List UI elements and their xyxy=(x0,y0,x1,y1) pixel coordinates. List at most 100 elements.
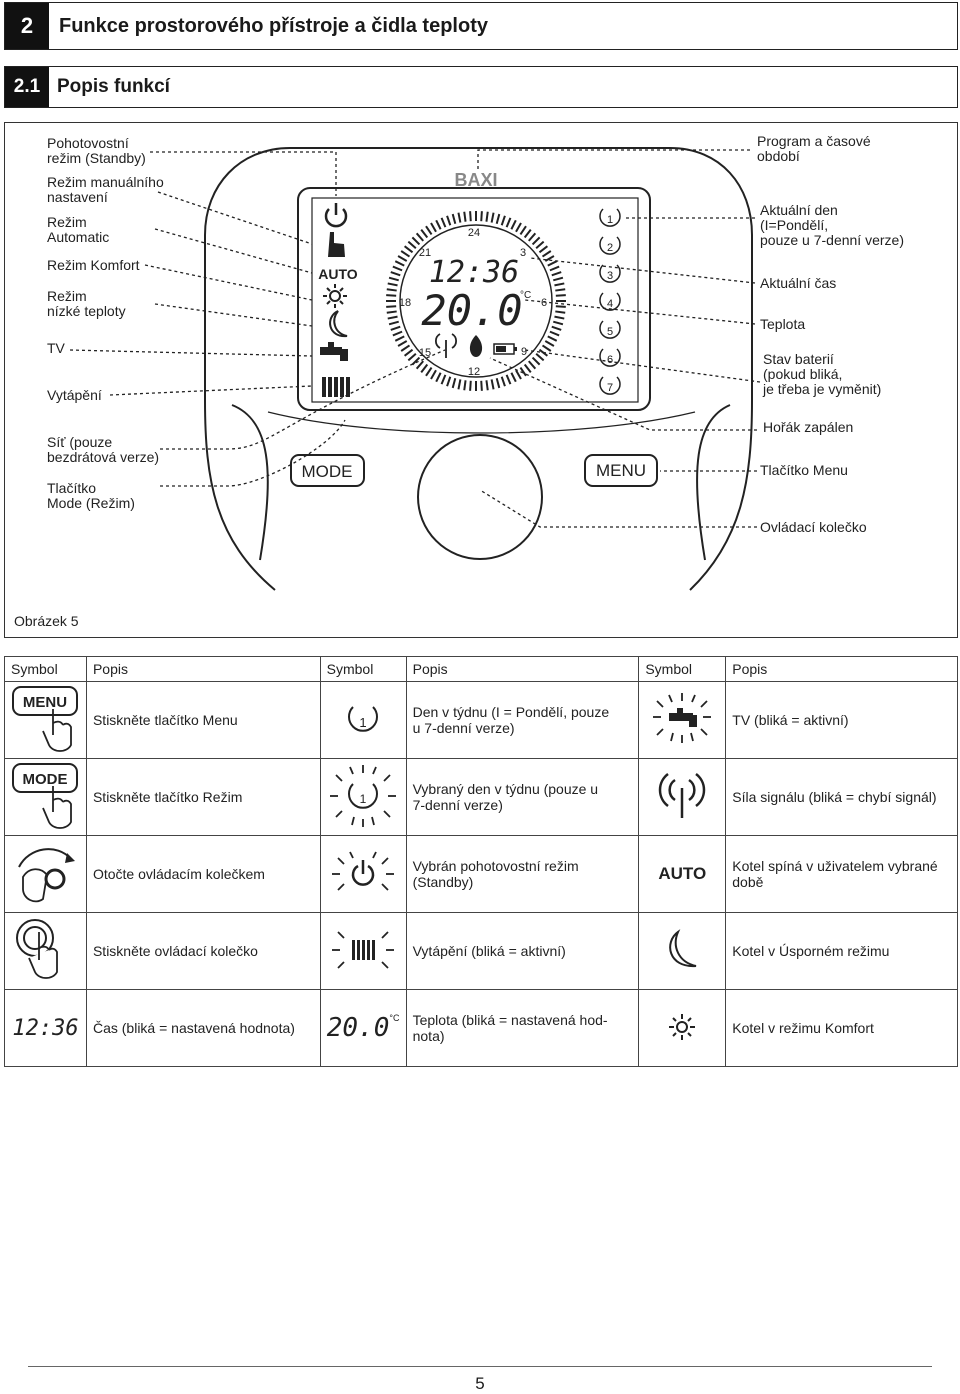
footer-rule xyxy=(28,1366,932,1367)
label-program: Program a časové období xyxy=(757,133,871,164)
day-circle xyxy=(599,292,621,311)
label-standby: Pohotovostní režim (Standby) xyxy=(47,135,146,166)
day-1-blinking-icon: 1 xyxy=(319,758,407,836)
day-circle xyxy=(599,348,621,367)
temperature-display: 20.0 xyxy=(421,286,522,335)
sun-icon xyxy=(323,284,347,308)
time-display: 12:36 xyxy=(429,255,519,290)
description-comfort: Kotel v režimu Komfort xyxy=(725,989,958,1067)
day-circle xyxy=(599,236,621,255)
table-row: Stiskněte ovládací kolečko Vytápění (bli… xyxy=(4,912,958,990)
label-mode-button: Tlačítko Mode (Režim) xyxy=(47,480,135,511)
tap-icon xyxy=(320,342,348,361)
label-manual-mode: Režim manuálního nastavení xyxy=(47,174,164,205)
description-signal: Síla signálu (bliká = chybí signál) xyxy=(725,758,958,836)
section-header: 2 Funkce prostorového přístroje a čidla … xyxy=(4,2,958,50)
signal-icon xyxy=(638,758,727,836)
subsection-title: Popis funkcí xyxy=(57,76,170,97)
menu-button[interactable]: MENU xyxy=(596,461,646,480)
dial-15: 15 xyxy=(419,347,431,359)
description-heating: Vytápění (bliká = aktivní) xyxy=(405,912,640,990)
standby-blinking-icon xyxy=(319,835,407,913)
day-6: 6 xyxy=(607,354,613,366)
moon-icon xyxy=(329,310,348,338)
radiator-icon xyxy=(322,377,350,397)
header-symbol: Symbol xyxy=(4,656,87,682)
description-rotate-knob: Otočte ovládacím kolečkem xyxy=(85,835,321,913)
time-display-icon: 12:36 xyxy=(4,989,87,1067)
description-press-knob: Stiskněte ovládací kolečko xyxy=(85,912,321,990)
dial-3: 3 xyxy=(520,247,526,259)
auto-text-icon: AUTO xyxy=(638,835,727,913)
dial-6: 6 xyxy=(541,297,547,309)
label-current-time: Aktuální čas xyxy=(760,275,837,291)
day-4: 4 xyxy=(607,298,613,310)
header-description: Popis xyxy=(85,656,321,682)
subsection-header: 2.1 Popis funkcí xyxy=(4,66,958,108)
description-temperature: Teplota (bliká = nastavená hod- nota) xyxy=(405,989,640,1067)
header-symbol: Symbol xyxy=(319,656,407,682)
moon-icon xyxy=(638,912,727,990)
unit-label: °C xyxy=(520,290,531,301)
figure-box xyxy=(4,122,958,638)
header-description: Popis xyxy=(405,656,640,682)
standby-icon xyxy=(324,203,348,228)
label-comfort: Režim Komfort xyxy=(47,257,140,273)
label-automatic: Režim Automatic xyxy=(47,214,110,245)
description-selected-day: Vybraný den v týdnu (pouze u 7-denní ver… xyxy=(405,758,640,836)
flame-icon xyxy=(469,335,483,357)
header-symbol: Symbol xyxy=(638,656,727,682)
description-day: Den v týdnu (I = Pondělí, pouze u 7-denn… xyxy=(405,681,640,759)
tap-blinking-icon xyxy=(638,681,727,759)
day-circle xyxy=(599,376,621,395)
description-auto: Kotel spíná v uživatelem vybrané době xyxy=(725,835,958,913)
page-number: 5 xyxy=(475,1374,485,1393)
svg-text:1: 1 xyxy=(360,792,367,806)
table-row: MODE Stiskněte tlačítko Režim 1 Vybraný … xyxy=(4,758,958,836)
description-tv: TV (bliká = aktivní) xyxy=(725,681,958,759)
day-1-icon: 1 xyxy=(319,681,407,759)
figure-caption: Obrázek 5 xyxy=(14,613,79,629)
description-menu: Stiskněte tlačítko Menu xyxy=(85,681,321,759)
menu-press-icon: MENU xyxy=(4,681,87,759)
day-7: 7 xyxy=(607,382,613,394)
day-5: 5 xyxy=(607,326,613,338)
label-temperature: Teplota xyxy=(760,316,806,332)
day-1: 1 xyxy=(607,214,613,226)
description-mode: Stiskněte tlačítko Režim xyxy=(85,758,321,836)
day-3: 3 xyxy=(607,270,613,282)
symbol-table: Symbol Popis Symbol Popis Symbol Popis M… xyxy=(4,656,958,1067)
battery-icon xyxy=(493,343,517,355)
mode-button[interactable]: MODE xyxy=(302,462,353,481)
label-burner: Hořák zapálen xyxy=(763,419,854,435)
day-circle xyxy=(599,320,621,339)
table-header: Symbol Popis Symbol Popis Symbol Popis xyxy=(4,656,958,682)
dial-9: 9 xyxy=(521,346,527,358)
day-circle xyxy=(599,208,621,227)
brand-logo: BAXI xyxy=(454,170,497,190)
signal-icon xyxy=(434,333,458,358)
table-row: 12:36 Čas (bliká = nastavená hodnota) 20… xyxy=(4,989,958,1067)
dial-21: 21 xyxy=(419,247,431,259)
table-row: MENU Stiskněte tlačítko Menu 1 Den v týd… xyxy=(4,681,958,759)
svg-text:1: 1 xyxy=(360,715,367,730)
svg-text:MENU: MENU xyxy=(23,694,67,711)
label-knob: Ovládací kolečko xyxy=(760,519,867,535)
device-diagram: BAXI AUTO 12:36 20.0 °C 24 3 6 9 12 15 1… xyxy=(69,147,761,591)
sun-icon xyxy=(638,989,727,1067)
section-number: 2 xyxy=(5,3,49,49)
mode-press-icon: MODE xyxy=(4,758,87,836)
label-heating: Vytápění xyxy=(47,387,102,403)
label-low-temp: Režim nízké teploty xyxy=(47,288,126,319)
dial-12: 12 xyxy=(468,366,480,378)
day-2: 2 xyxy=(607,242,613,254)
dial-18: 18 xyxy=(399,297,411,309)
radiator-blinking-icon xyxy=(319,912,407,990)
subsection-number: 2.1 xyxy=(5,67,49,107)
dial-24: 24 xyxy=(468,227,480,239)
temp-display-icon: 20.0°C xyxy=(319,989,407,1067)
hand-icon xyxy=(328,232,345,257)
svg-text:MODE: MODE xyxy=(23,771,68,788)
press-knob-icon xyxy=(4,912,87,990)
description-standby: Vybrán pohotovostní režim (Standby) xyxy=(405,835,640,913)
